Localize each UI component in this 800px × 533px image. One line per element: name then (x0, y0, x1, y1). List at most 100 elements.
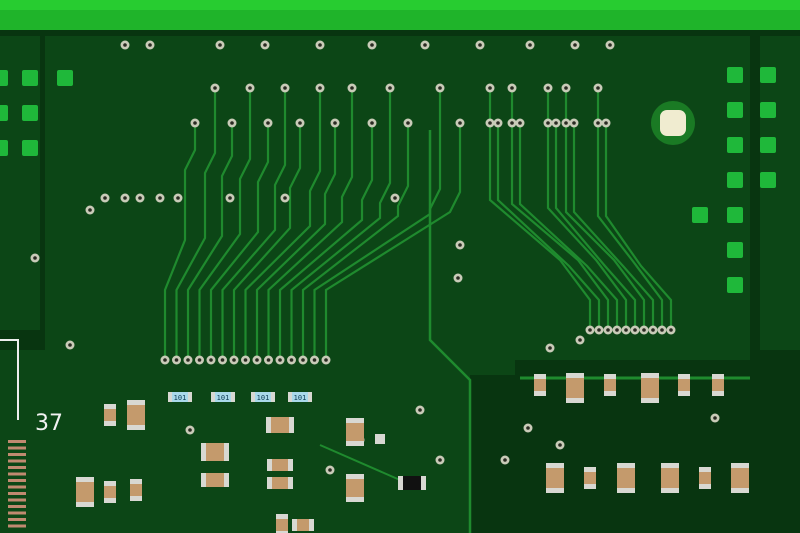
via-hole (103, 196, 107, 200)
resistor-terminal (188, 392, 192, 402)
capacitor-terminal (678, 374, 690, 379)
capacitor-body (604, 374, 616, 396)
via-hole (624, 328, 628, 332)
trace (163, 123, 197, 358)
via-hole (123, 43, 127, 47)
via-hole (312, 358, 317, 362)
resistor-marking: 101 (217, 394, 230, 402)
silkscreen-outline (0, 339, 19, 420)
capacitor-terminal (699, 484, 711, 489)
trace (209, 123, 270, 358)
via-hole (197, 358, 202, 362)
capacitor-terminal (346, 497, 364, 502)
silkscreen-label: 37 (35, 411, 63, 436)
trace (319, 444, 401, 481)
capacitor-terminal (104, 481, 116, 486)
capacitor (678, 374, 690, 396)
via-hole (266, 121, 270, 125)
via-hole (669, 328, 673, 332)
capacitor-terminal (617, 463, 635, 468)
capacitor-terminal (546, 488, 564, 493)
via-hole (713, 416, 717, 420)
via-hole (488, 121, 492, 125)
square-pad (727, 67, 743, 83)
via-hole (138, 196, 142, 200)
via-hole (488, 86, 492, 90)
via-hole (213, 86, 217, 90)
capacitor-body (267, 459, 293, 471)
square-pad (0, 140, 8, 156)
capacitor-body (201, 443, 229, 461)
trace-group (163, 88, 750, 533)
capacitor-body (661, 463, 679, 493)
via-hole (228, 196, 232, 200)
resistor-body (251, 392, 275, 402)
via-hole (248, 86, 252, 90)
capacitor (661, 463, 679, 493)
via-hole (526, 426, 530, 430)
pad (375, 434, 385, 444)
square-pad (22, 140, 38, 156)
via-hole (510, 121, 514, 125)
connector-pin (8, 485, 26, 489)
capacitor-terminal (731, 463, 749, 468)
via-hole (406, 121, 410, 125)
connector-pin (8, 472, 26, 476)
via-hole (174, 358, 179, 362)
capacitor-terminal (288, 477, 293, 489)
connector-pin (8, 505, 26, 508)
via-hole (438, 86, 442, 90)
capacitor-terminal (731, 488, 749, 493)
via-hole (510, 86, 514, 90)
via-hole (230, 121, 234, 125)
square-pad (760, 102, 776, 118)
trace (244, 88, 322, 358)
connector-pin (8, 511, 26, 515)
via-hole (176, 196, 180, 200)
via-hole (456, 276, 460, 280)
connector-pin (8, 498, 26, 502)
capacitor (566, 373, 584, 403)
via-hole (558, 443, 562, 447)
via-hole (333, 121, 337, 125)
capacitor-terminal (104, 421, 116, 426)
capacitor-terminal (104, 498, 116, 503)
trace (546, 88, 628, 330)
via-hole (350, 86, 354, 90)
via-hole (318, 86, 322, 90)
capacitor (267, 459, 293, 471)
via-hole (546, 86, 550, 90)
capacitor-terminal (584, 484, 596, 489)
resistor: 101 (251, 392, 275, 402)
via-hole (573, 43, 577, 47)
capacitor-terminal (130, 496, 142, 501)
capacitor-terminal (712, 391, 724, 396)
trace (572, 123, 655, 330)
via-hole (642, 328, 646, 332)
resistor-body (288, 392, 312, 402)
square-pad (0, 105, 8, 121)
via-hole (88, 208, 92, 212)
via-hole (232, 358, 236, 362)
capacitor-terminal (267, 477, 272, 489)
capacitor (617, 463, 635, 493)
capacitor-terminal (604, 391, 616, 396)
resistor-terminal (231, 392, 235, 402)
via-hole (220, 358, 225, 362)
square-pad (760, 67, 776, 83)
via-hole (548, 346, 552, 350)
via-hole (283, 86, 287, 90)
pad-group (0, 67, 776, 293)
capacitor-terminal (678, 391, 690, 396)
via-hole (318, 43, 322, 47)
capacitor-body (130, 479, 142, 501)
via-hole (564, 86, 568, 90)
via-hole (518, 121, 522, 125)
trace (518, 123, 619, 330)
trace (278, 123, 374, 358)
capacitor-terminal (617, 488, 635, 493)
via-hole (578, 338, 582, 342)
resistor: 101 (168, 392, 192, 402)
